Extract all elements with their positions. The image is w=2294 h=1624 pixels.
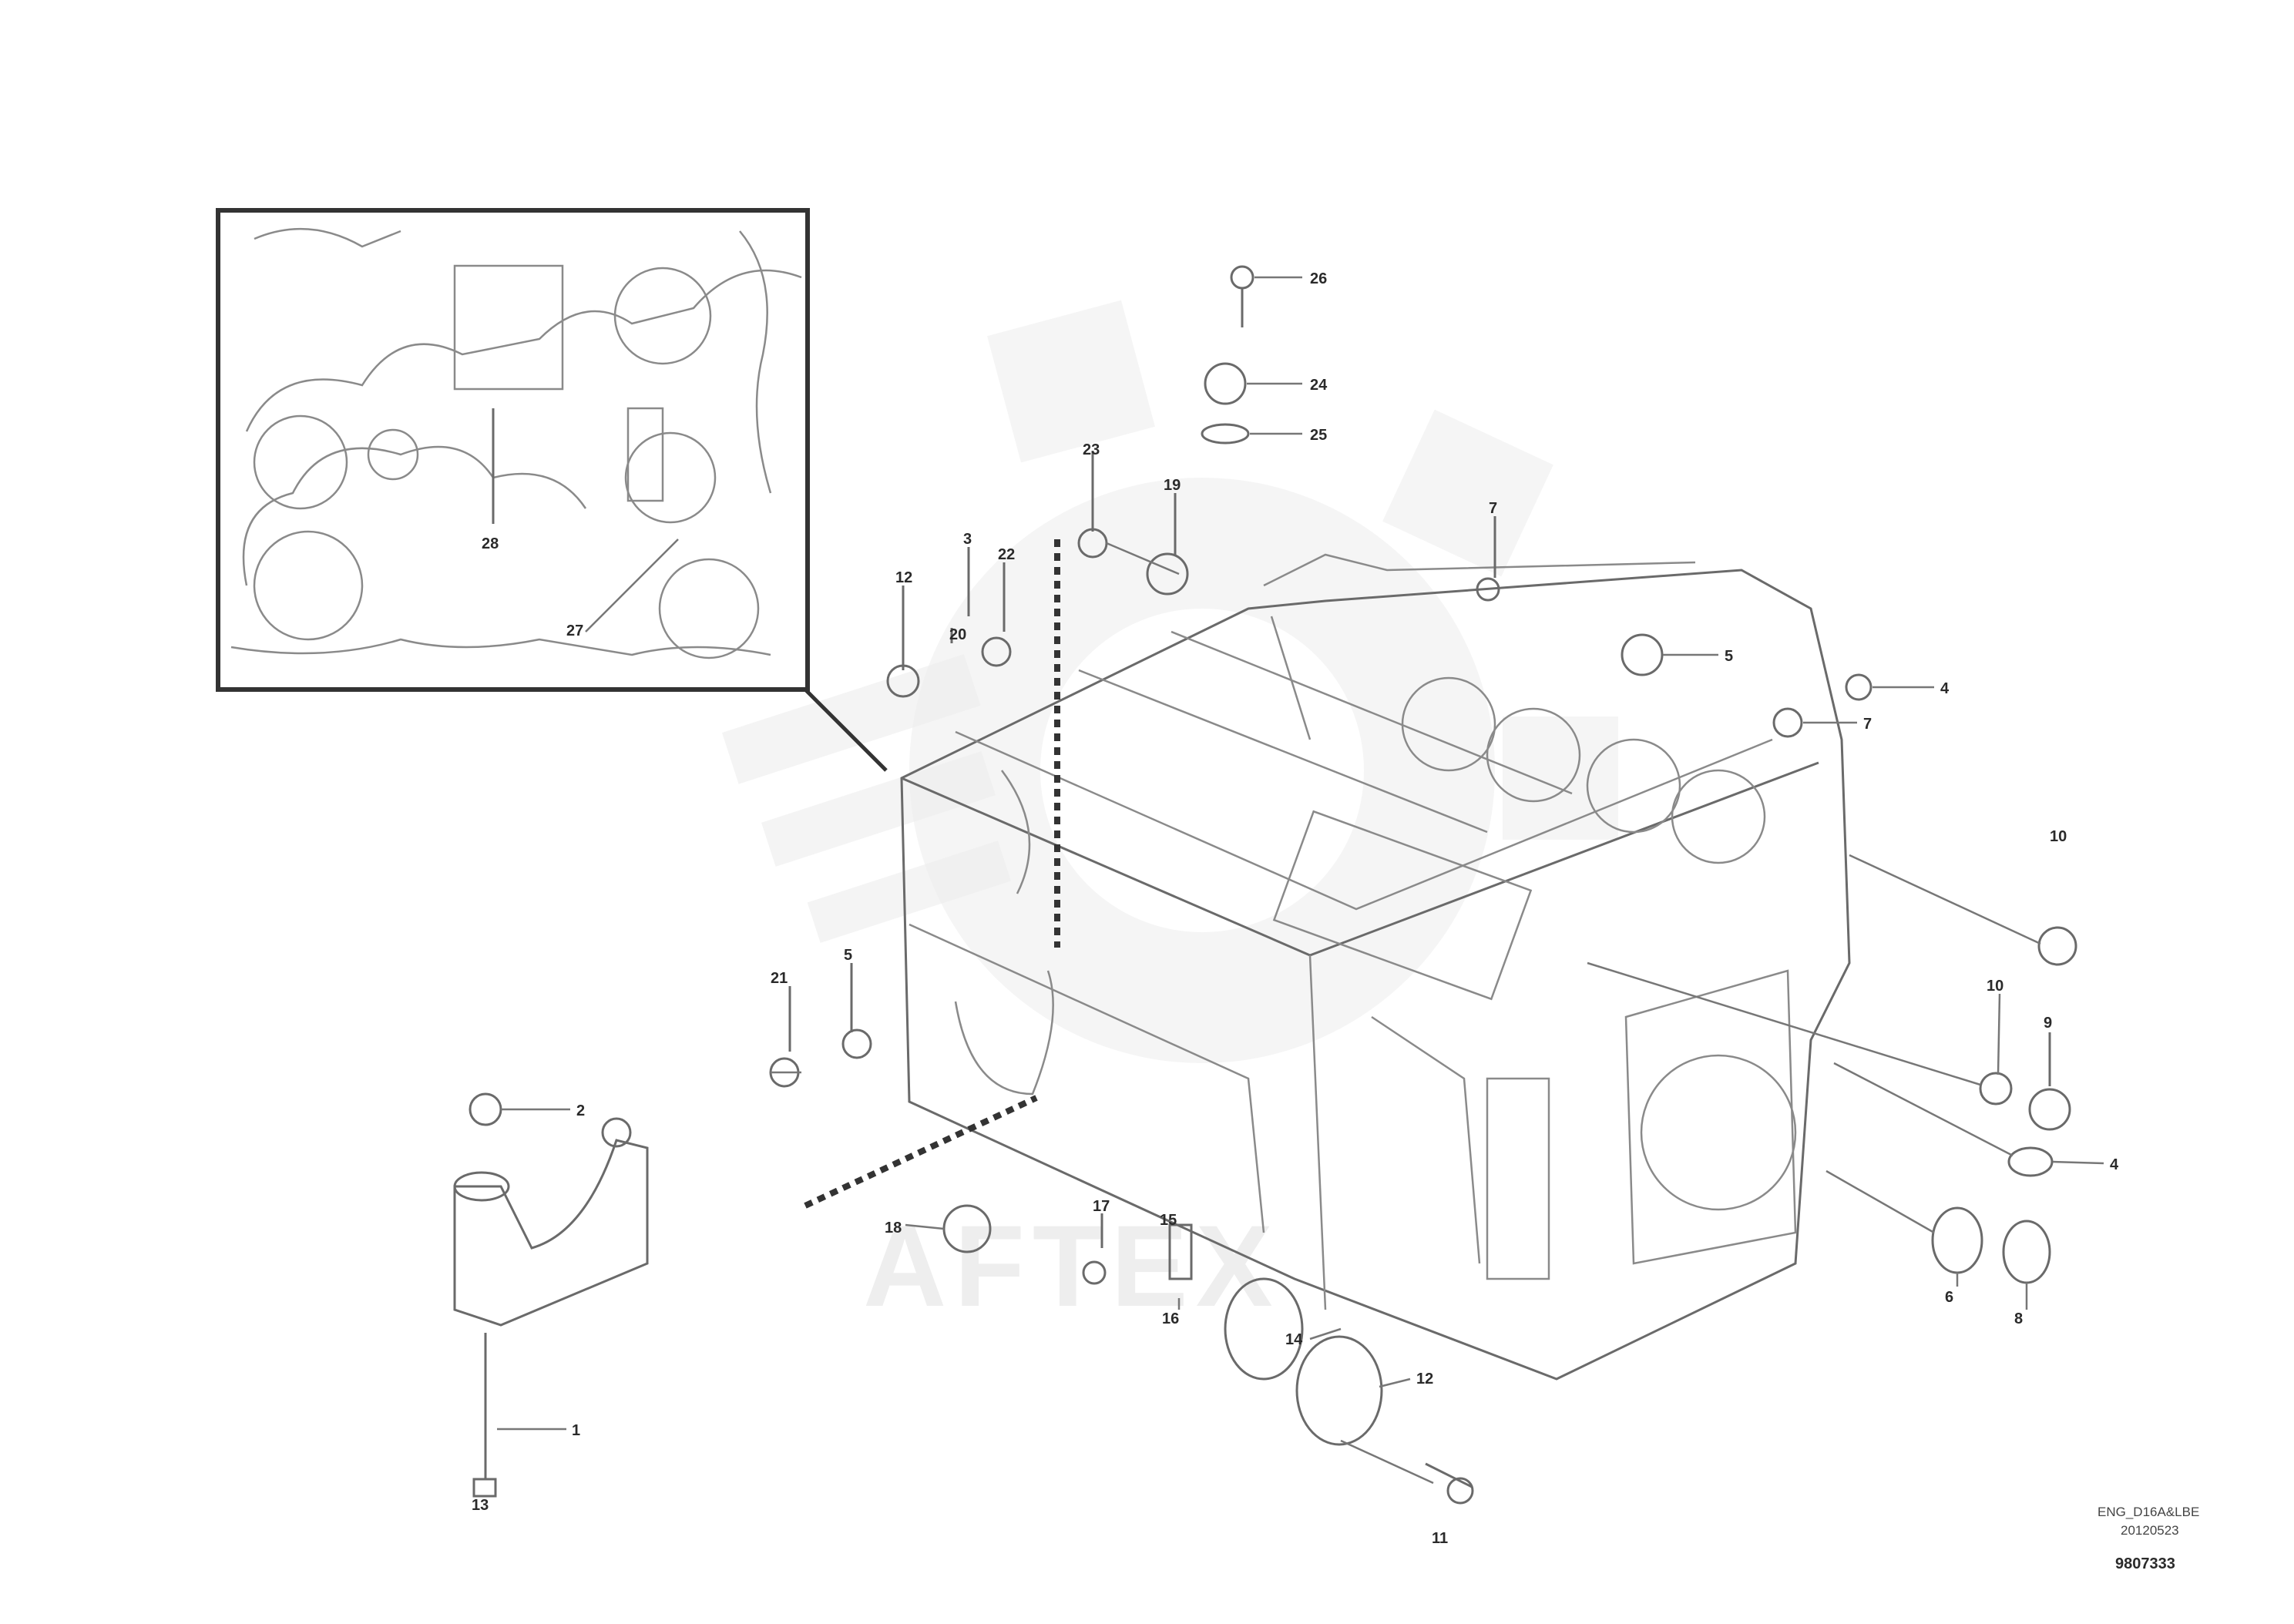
leader-lines [497, 276, 2104, 1485]
fastener-parts [769, 265, 2077, 1505]
part-label: 16 [1162, 1310, 1179, 1327]
part-label: 12 [1416, 1371, 1433, 1387]
bearing-cap-bracket [453, 1092, 649, 1498]
reference-code: 9807333 [2115, 1555, 2175, 1572]
part-label: 9 [2044, 1015, 2052, 1032]
part-label: 12 [895, 569, 912, 586]
part-label: 11 [1432, 1530, 1448, 1547]
part-label: 3 [963, 531, 972, 548]
part-label: 4 [2110, 1156, 2119, 1173]
part-number-labels: 26 24 25 23 19 7 20 3 22 12 5 4 7 10 10 … [472, 270, 2119, 1547]
part-label: 21 [771, 970, 788, 987]
part-label: 7 [1863, 716, 1872, 733]
part-label: 5 [844, 947, 852, 964]
part-label: 18 [885, 1220, 902, 1236]
detail-inset-frame [216, 208, 810, 692]
reference-line-1: ENG_D16A&LBE [2098, 1505, 2199, 1519]
part-label: 25 [1310, 427, 1327, 444]
part-label: 27 [566, 622, 583, 639]
part-label: 20 [949, 626, 966, 643]
part-label: 2 [576, 1102, 585, 1119]
part-label: 14 [1285, 1331, 1303, 1348]
part-label: 26 [1310, 270, 1327, 287]
part-label: 22 [998, 546, 1015, 563]
part-label: 24 [1310, 377, 1328, 394]
watermark-text: AFTEX [863, 1201, 1281, 1330]
part-label: 28 [482, 535, 499, 552]
dashed-axis-diagonal [804, 1095, 1038, 1209]
engine-cylinder-block [900, 553, 1851, 1381]
part-label: 10 [2050, 828, 2067, 845]
part-label: 1 [572, 1422, 580, 1439]
part-label: 19 [1164, 477, 1181, 494]
part-label: 7 [1489, 500, 1497, 517]
part-label: 4 [1940, 680, 1950, 697]
drawing-reference-block: ENG_D16A&LBE 20120523 9807333 [2098, 1505, 2199, 1572]
watermark-gear-logo [722, 300, 1618, 1063]
part-label: 15 [1160, 1212, 1177, 1229]
part-label: 23 [1083, 441, 1100, 458]
part-label: 13 [472, 1497, 489, 1514]
part-label: 17 [1093, 1198, 1110, 1215]
part-label: 10 [1987, 978, 2003, 995]
part-label: 6 [1945, 1289, 1953, 1306]
reference-line-2: 20120523 [2121, 1523, 2179, 1538]
part-label: 5 [1725, 648, 1733, 665]
part-label: 8 [2014, 1310, 2023, 1327]
inset-pointer-line [804, 688, 888, 772]
